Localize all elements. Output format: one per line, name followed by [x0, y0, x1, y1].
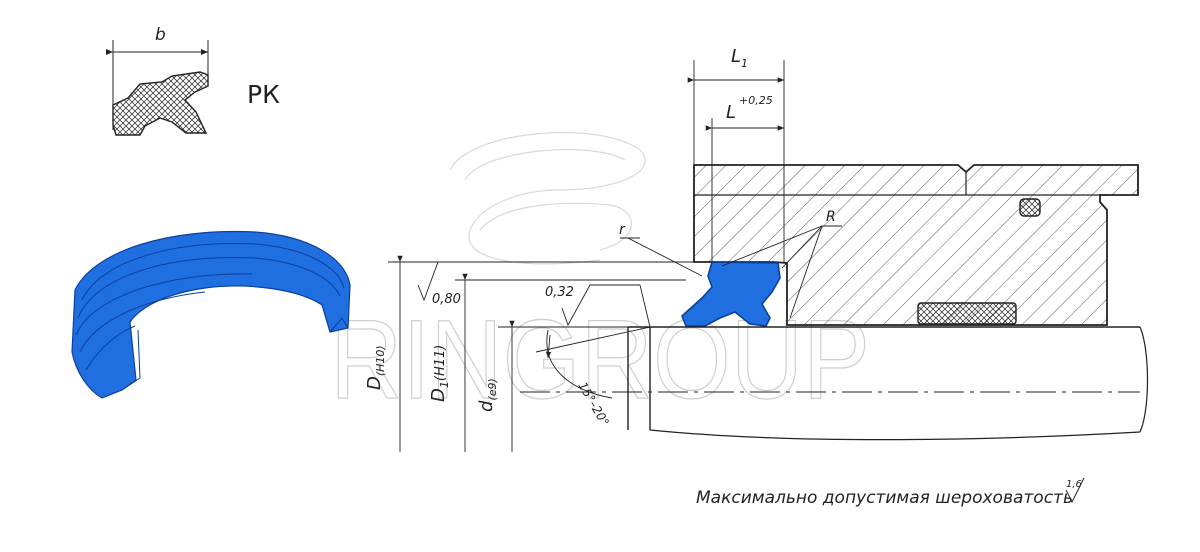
seal-installed — [681, 261, 781, 327]
dia-D1-label: D1(H11) — [428, 345, 451, 402]
seal-3d-render — [71, 230, 351, 399]
rod-section — [520, 326, 1149, 441]
dia-d-label: d(e9) — [476, 378, 499, 412]
profile-width-label: b — [155, 25, 166, 45]
watermark-text: RINGROUP — [330, 297, 870, 422]
radius-small-label: r — [619, 222, 626, 238]
roughness-080-label: 0,80 — [432, 292, 461, 307]
roughness-note: Максимально допустимая шероховатость — [696, 488, 1073, 508]
extension-lines — [388, 60, 842, 452]
roughness-note-value: 1,6 — [1066, 479, 1082, 490]
radius-large-label: R — [826, 209, 836, 225]
watermark-logo — [449, 131, 646, 265]
dia-D-label: D(H10) — [364, 345, 387, 390]
roughness-symbol-icon — [1065, 477, 1085, 504]
seal-profile-section — [106, 40, 209, 136]
housing-section — [693, 164, 1139, 326]
profile-code: РК — [247, 80, 280, 109]
dim-L-label: L+0,25 — [726, 94, 773, 123]
dim-L1-label: L1 — [731, 46, 748, 70]
roughness-032-label: 0,32 — [545, 285, 574, 300]
